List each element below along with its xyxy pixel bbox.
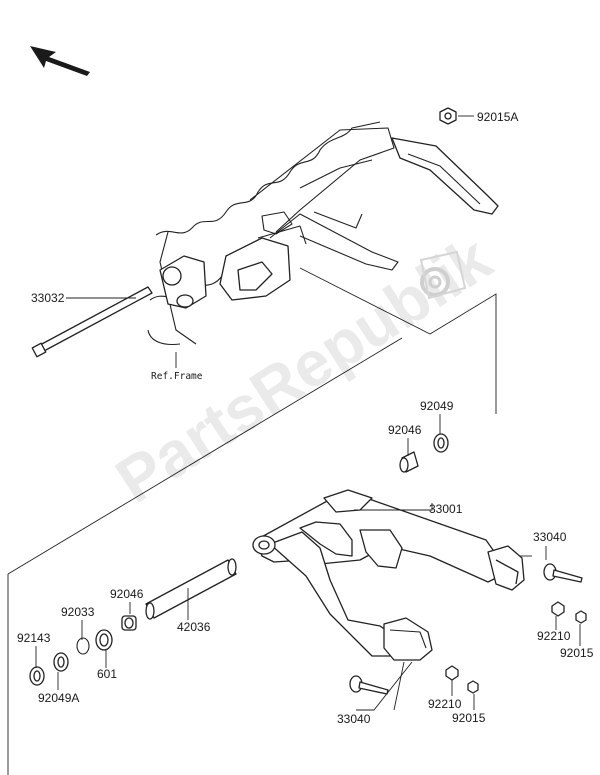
nut-top [439,107,457,125]
nut-92015-bottom [467,680,479,694]
ref-frame-label: Ref.Frame [151,371,203,382]
collar-92049A [53,652,69,672]
label-92210-right: 92210 [537,629,571,643]
label-33032: 33032 [31,291,65,305]
watermark-text: PartsRepublik [103,222,503,517]
label-92049A: 92049A [38,691,79,705]
adjuster-bolt-right [543,563,583,583]
cap-92143 [29,666,45,686]
watermark: PartsRepublik [103,222,503,517]
label-92046-top: 92046 [388,423,422,437]
label-33001: 33001 [429,502,463,516]
assembly-bracket [7,267,497,775]
adjuster-bolt-bottom [349,675,389,695]
label-92015-right: 92015 [560,646,594,660]
leader-lines [35,115,581,711]
label-42036: 42036 [177,620,211,634]
swingarm [252,489,532,661]
label-601: 601 [97,667,117,681]
label-92046-left: 92046 [110,587,144,601]
nut-92015-right [575,610,587,624]
label-92210-bottom: 92210 [428,697,462,711]
frame-reference-drawing [147,121,499,368]
sleeve-42036 [145,558,237,620]
bushing-92046-top [399,451,419,473]
nut-92210-right [551,601,565,617]
label-92015-bottom: 92015 [452,711,486,725]
collar-92049 [433,433,449,453]
bearing-601 [95,629,113,651]
gear-watermark-icon [419,250,467,300]
bushing-92046-left [121,615,137,631]
label-92143: 92143 [17,631,51,645]
pivot-shaft [31,286,153,358]
label-92033: 92033 [61,605,95,619]
circlip-92033 [76,637,90,655]
label-33040-bottom: 33040 [337,712,371,726]
part-labels: Ref.Frame 92015A 33032 92049 92046 33001… [17,110,594,726]
label-92015A: 92015A [477,110,518,124]
direction-arrow-icon [30,46,90,76]
label-92049: 92049 [420,399,454,413]
label-33040-right: 33040 [533,530,567,544]
nut-92210-bottom [445,665,459,681]
